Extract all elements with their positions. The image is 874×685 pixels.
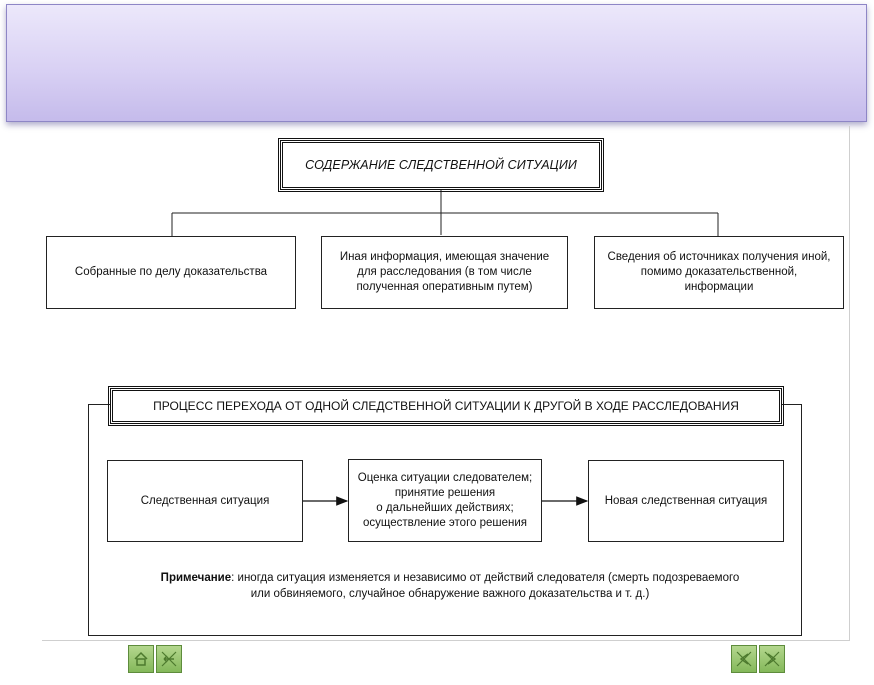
process-title-box: ПРОЦЕСС ПЕРЕХОДА ОТ ОДНОЙ СЛЕДСТВЕННОЙ С… [108,386,784,426]
process-box-text: Следственная ситуация [140,494,270,507]
next-button[interactable] [759,645,785,673]
note-label: Примечание [160,572,232,584]
process-box-text: принятие решения [394,486,496,499]
content-title-box: СОДЕРЖАНИЕ СЛЕДСТВЕННОЙ СИТУАЦИИ [278,138,604,192]
home-icon [134,651,148,666]
content-title: СОДЕРЖАНИЕ СЛЕДСТВЕННОЙ СИТУАЦИИ [305,158,577,172]
process-box-text: о дальнейших действиях; [376,501,514,514]
content-box-text: полученная оперативным путем) [356,281,533,293]
content-box-text: для расследования (в том числе [357,266,532,278]
slide-title-banner [6,4,867,122]
note-line-1: : иногда ситуация изменяется и независим… [231,572,740,584]
prev-button[interactable] [731,645,757,673]
content-box-text: помимо доказательственной, [640,266,798,278]
next-icon [764,651,780,667]
process-box-text: Оценка ситуации следователем; [357,471,533,484]
content-box-text: Иная информация, имеющая значение [339,251,550,263]
content-box-sources: Сведения об источниках получения иной, п… [594,236,844,309]
process-box-situation: Следственная ситуация [107,460,303,542]
content-box-other-info: Иная информация, имеющая значение для ра… [321,236,568,309]
process-box-new-situation: Новая следственная ситуация [588,460,784,542]
home-button[interactable] [128,645,154,673]
content-box-text: Сведения об источниках получения иной, [607,251,831,263]
back-icon [161,651,177,667]
process-box-assessment: Оценка ситуации следователем; принятие р… [348,459,542,542]
process-box-text: Новая следственная ситуация [604,494,768,507]
content-box-text: Собранные по делу доказательства [74,266,268,278]
note: Примечание: иногда ситуация изменяется и… [100,570,800,602]
prev-icon [736,651,752,667]
content-box-evidence: Собранные по делу доказательства [46,236,296,309]
content-box-text: информации [684,281,754,293]
process-title: ПРОЦЕСС ПЕРЕХОДА ОТ ОДНОЙ СЛЕДСТВЕННОЙ С… [153,399,739,413]
back-button[interactable] [156,645,182,673]
slide-area [42,126,850,641]
note-line-2: или обвиняемого, случайное обнаружение в… [250,588,650,600]
process-box-text: осуществление этого решения [362,516,528,529]
